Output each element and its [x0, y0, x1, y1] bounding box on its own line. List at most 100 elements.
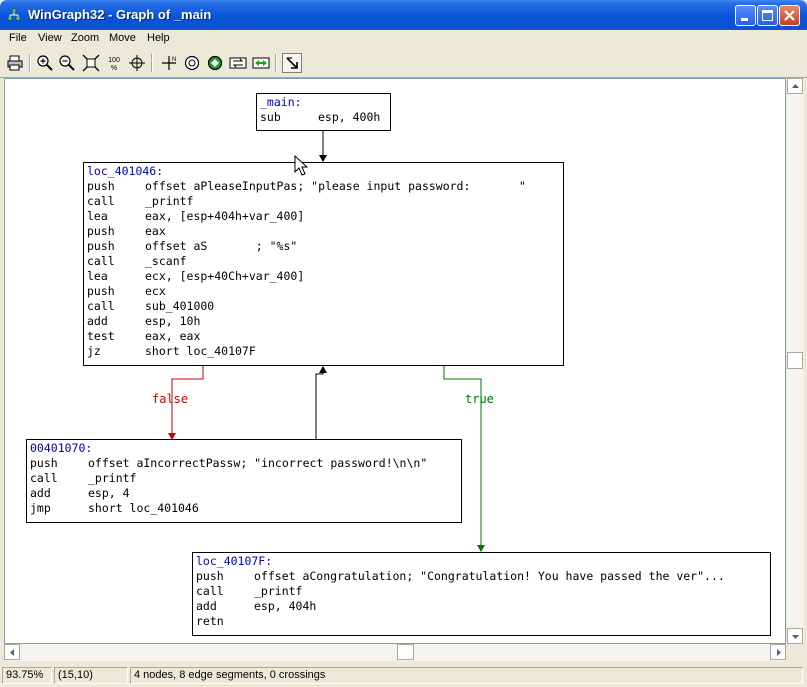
- asm-mnemonic: push: [87, 239, 115, 253]
- arrow-right-icon: [777, 649, 781, 656]
- asm-operands: ecx: [145, 284, 166, 298]
- svg-text:100: 100: [108, 57, 120, 64]
- edge-true: [443, 366, 485, 552]
- horizontal-scrollbar[interactable]: [4, 644, 786, 661]
- close-button[interactable]: [779, 5, 800, 26]
- print-button[interactable]: [5, 53, 25, 73]
- minimize-button[interactable]: [735, 5, 756, 26]
- menu-bar: File View Zoom Move Help: [0, 30, 807, 49]
- asm-line: call_printf: [196, 584, 770, 599]
- zoom-out-icon: [59, 55, 75, 71]
- scroll-left-button[interactable]: [4, 644, 20, 660]
- green-arrows-button[interactable]: [251, 53, 271, 73]
- circle-icon: [184, 55, 200, 71]
- asm-operands: offset aIncorrectPassw; "incorrect passw…: [88, 456, 428, 470]
- center-icon: [129, 55, 145, 71]
- horizontal-scroll-thumb[interactable]: [397, 644, 414, 660]
- zoom-in-icon: [37, 55, 53, 71]
- window-title: WinGraph32 - Graph of _main: [28, 7, 212, 22]
- print-icon: [7, 55, 23, 71]
- green-node-button[interactable]: [205, 53, 225, 73]
- title-bar[interactable]: WinGraph32 - Graph of _main: [0, 0, 807, 30]
- node-label: _main:: [260, 95, 302, 109]
- toolbar-separator: [29, 54, 31, 72]
- asm-mnemonic: call: [87, 194, 115, 208]
- asm-operands: offset aPleaseInputPas; "please input pa…: [145, 179, 526, 193]
- asm-mnemonic: retn: [196, 614, 224, 628]
- fit-window-icon: [82, 54, 100, 72]
- menu-file[interactable]: File: [9, 32, 27, 44]
- menu-help[interactable]: Help: [147, 32, 170, 44]
- edge-label-false: false: [152, 392, 189, 406]
- asm-mnemonic: call: [30, 471, 58, 485]
- menu-zoom[interactable]: Zoom: [71, 32, 100, 44]
- arrow-up-icon: [792, 84, 799, 88]
- asm-mnemonic: push: [87, 224, 115, 238]
- asm-operands: sub_401000: [145, 299, 215, 313]
- asm-mnemonic: jmp: [30, 501, 51, 515]
- minimize-icon: [741, 18, 748, 21]
- asm-mnemonic: call: [87, 299, 115, 313]
- swap-icon: [229, 57, 247, 69]
- status-coords: (15,10): [54, 667, 128, 684]
- maximize-button[interactable]: [757, 5, 778, 26]
- center-button[interactable]: [127, 53, 147, 73]
- asm-mnemonic: call: [196, 584, 224, 598]
- asm-mnemonic: test: [87, 329, 115, 343]
- layout-icon: N: [162, 56, 176, 70]
- zoom-100-button[interactable]: 100 %: [104, 53, 124, 73]
- asm-mnemonic: lea: [87, 209, 108, 223]
- asm-mnemonic: jz: [87, 344, 101, 358]
- vertical-scroll-thumb[interactable]: [787, 352, 803, 369]
- status-bar: 93.75% (15,10) 4 nodes, 8 edge segments,…: [0, 664, 807, 687]
- asm-line: test eax, eax: [87, 329, 563, 344]
- arrow-left-icon: [10, 649, 14, 656]
- asm-operands: eax, eax: [145, 329, 201, 343]
- asm-operands: eax: [145, 224, 166, 238]
- follow-edge-button[interactable]: [282, 53, 302, 73]
- layout-button[interactable]: N: [159, 53, 179, 73]
- zoom-in-button[interactable]: [35, 53, 55, 73]
- asm-operands: _printf: [145, 194, 194, 208]
- green-node-icon: [207, 55, 223, 71]
- fit-window-button[interactable]: [81, 53, 101, 73]
- scroll-up-button[interactable]: [787, 78, 803, 94]
- scroll-down-button[interactable]: [787, 628, 803, 644]
- maximize-icon: [762, 10, 773, 21]
- edge-main-to-loc401046: [319, 131, 327, 162]
- status-zoom: 93.75%: [2, 667, 52, 684]
- asm-mnemonic: add: [87, 314, 108, 328]
- vertical-scrollbar[interactable]: [786, 78, 804, 644]
- asm-operands: short loc_40107F: [145, 344, 256, 358]
- asm-operands: _scanf: [145, 254, 187, 268]
- asm-line: retn: [196, 614, 770, 629]
- asm-mnemonic: call: [87, 254, 115, 268]
- asm-operands: _printf: [88, 471, 137, 485]
- zoom-out-button[interactable]: [57, 53, 77, 73]
- svg-text:%: %: [111, 65, 117, 72]
- toolbar: 100 % N: [0, 50, 807, 78]
- scroll-right-button[interactable]: [770, 644, 786, 660]
- asm-line: call sub_401000: [87, 299, 563, 314]
- mouse-cursor-icon: [294, 155, 308, 176]
- asm-operands: offset aCongratulation; "Congratulation!…: [254, 569, 725, 583]
- edge-back: [315, 366, 327, 439]
- menu-move[interactable]: Move: [109, 32, 136, 44]
- swap-button[interactable]: [228, 53, 248, 73]
- circle-button[interactable]: [182, 53, 202, 73]
- arrow-down-icon: [792, 635, 799, 639]
- asm-line: push eax: [87, 224, 563, 239]
- asm-operands: ecx, [esp+40Ch+var_400]: [145, 269, 305, 283]
- menu-view[interactable]: View: [38, 32, 62, 44]
